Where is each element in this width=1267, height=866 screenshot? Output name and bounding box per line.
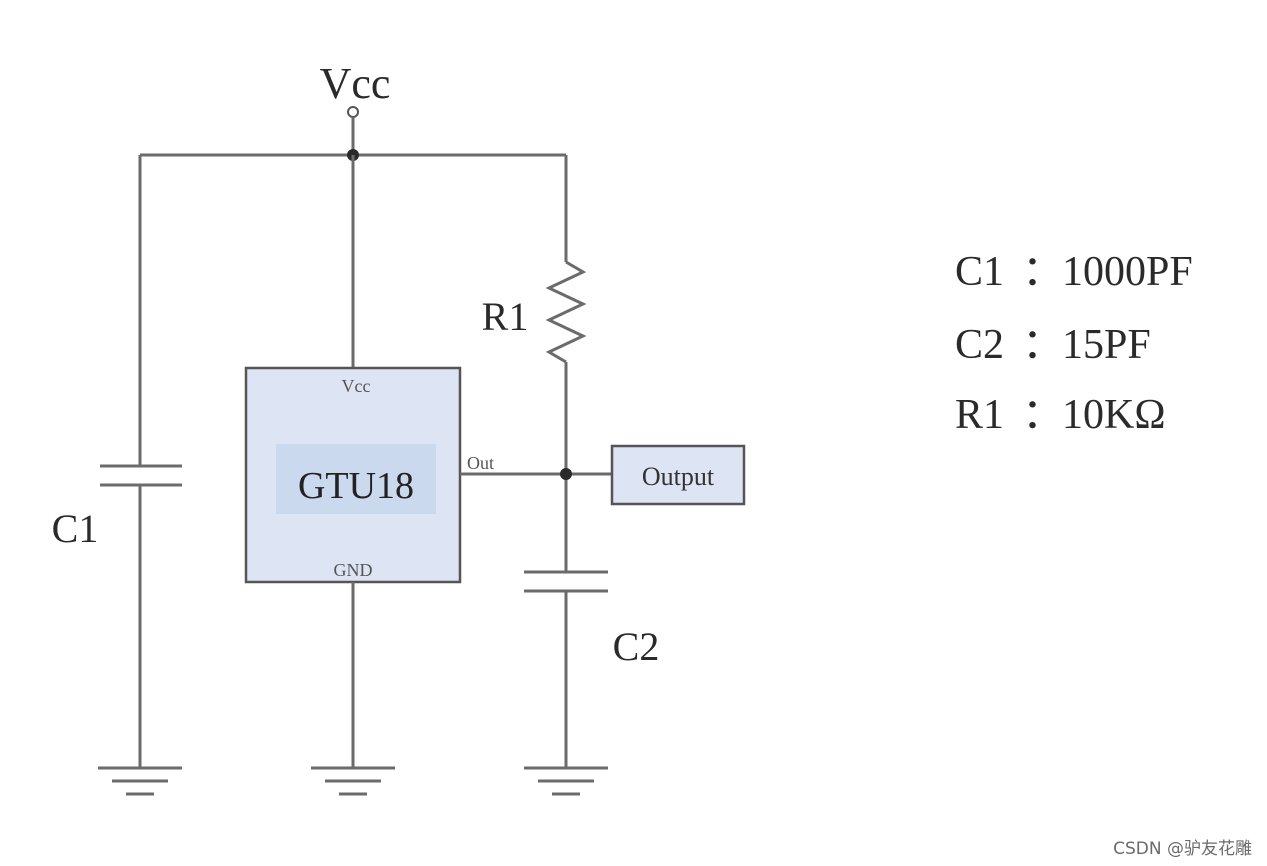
spec-name: R1 bbox=[955, 392, 1004, 438]
ground-icon bbox=[311, 766, 395, 796]
spec-separator: ： bbox=[1022, 392, 1064, 438]
ground-icon bbox=[524, 766, 608, 796]
chip-name: GTU18 bbox=[298, 465, 414, 507]
spec-name: C1 bbox=[955, 249, 1004, 295]
spec-row-c1: C1 ： 1000PF bbox=[955, 249, 1193, 295]
c1-label: C1 bbox=[52, 506, 99, 551]
ground-icon bbox=[98, 766, 182, 796]
component-specs: C1 ： 1000PF C2 ： 15PF R1 ： 10KΩ bbox=[955, 249, 1193, 438]
spec-value: 1000PF bbox=[1062, 249, 1193, 295]
chip-pin-gnd: GND bbox=[334, 560, 373, 580]
output-box bbox=[610, 444, 746, 506]
spec-row-c2: C2 ： 15PF bbox=[955, 322, 1151, 368]
c2-label: C2 bbox=[613, 624, 660, 669]
vcc-terminal bbox=[347, 106, 359, 118]
vcc-label: Vcc bbox=[320, 59, 391, 108]
resistor-r1-icon bbox=[545, 260, 587, 364]
out-junction-dot bbox=[560, 468, 572, 480]
watermark-text: CSDN @驴友花雕 bbox=[1113, 839, 1252, 859]
spec-value: 15PF bbox=[1062, 322, 1151, 368]
chip-label-panel bbox=[276, 444, 436, 514]
spec-name: C2 bbox=[955, 322, 1004, 368]
output-label: Output bbox=[642, 462, 715, 491]
r1-label: R1 bbox=[482, 294, 529, 339]
spec-separator: ： bbox=[1022, 249, 1064, 295]
spec-separator: ： bbox=[1022, 322, 1064, 368]
chip-pin-vcc: Vcc bbox=[342, 376, 371, 396]
spec-row-r1: R1 ： 10KΩ bbox=[955, 392, 1166, 438]
spec-value: 10KΩ bbox=[1062, 392, 1166, 438]
chip-pin-out: Out bbox=[467, 453, 494, 473]
